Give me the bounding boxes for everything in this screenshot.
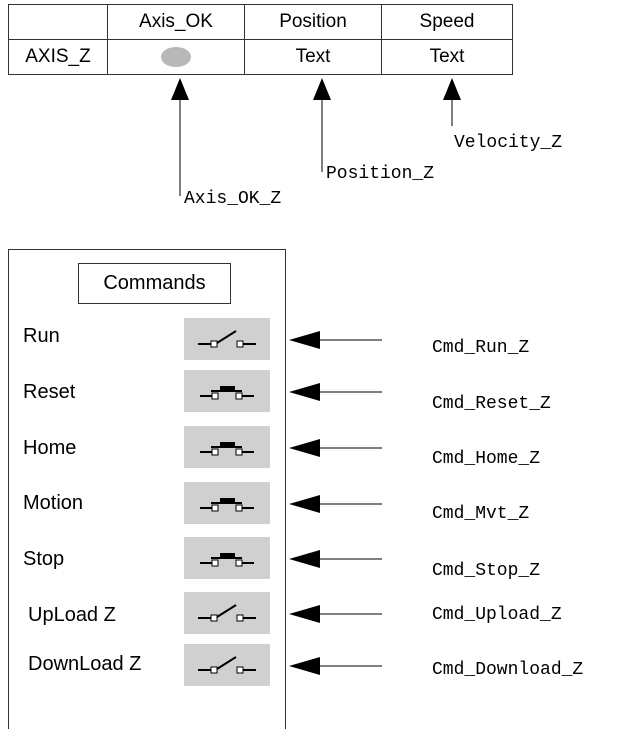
table-arrows bbox=[171, 78, 461, 196]
switch-open-icon bbox=[184, 318, 270, 360]
axis-ok-signal: Axis_OK_Z bbox=[184, 189, 282, 209]
command-arrowhead-run bbox=[289, 331, 320, 349]
velocity-arrowhead bbox=[443, 78, 461, 100]
command-signal-reset: Cmd_Reset_Z bbox=[432, 394, 551, 414]
pushbutton-icon bbox=[184, 426, 270, 468]
command-arrowhead-upload-z bbox=[289, 605, 320, 623]
command-signal-download-z: Cmd_Download_Z bbox=[432, 660, 584, 680]
command-arrowhead-home bbox=[289, 439, 320, 457]
commands-panel: Commands bbox=[8, 249, 286, 729]
axis-table: Axis_OK Position Speed AXIS_Z Text Text bbox=[8, 4, 513, 75]
command-button-reset[interactable] bbox=[184, 370, 270, 412]
command-signal-upload-z: Cmd_Upload_Z bbox=[432, 605, 562, 625]
command-label-run: Run bbox=[23, 325, 60, 347]
command-label-download-z: DownLoad Z bbox=[28, 653, 142, 675]
axis-ok-indicator bbox=[161, 46, 191, 67]
command-label-home: Home bbox=[23, 437, 77, 459]
command-arrowhead-motion bbox=[289, 495, 320, 513]
switch-open-icon bbox=[184, 644, 270, 686]
command-label-motion: Motion bbox=[23, 492, 84, 514]
speed-value: Text bbox=[381, 39, 513, 75]
switch-open-icon bbox=[184, 592, 270, 634]
command-signal-motion: Cmd_Mvt_Z bbox=[432, 504, 530, 524]
velocity-signal: Velocity_Z bbox=[454, 133, 563, 153]
command-arrowhead-download-z bbox=[289, 657, 320, 675]
command-label-upload-z: UpLoad Z bbox=[28, 604, 116, 626]
pushbutton-icon bbox=[184, 370, 270, 412]
command-signal-stop: Cmd_Stop_Z bbox=[432, 561, 541, 581]
table-header-speed: Speed bbox=[381, 4, 513, 40]
command-button-home[interactable] bbox=[184, 426, 270, 468]
command-label-reset: Reset bbox=[23, 381, 76, 403]
axis-ok-arrowhead bbox=[171, 78, 189, 100]
command-button-download-z[interactable] bbox=[184, 644, 270, 686]
table-row: AXIS_Z Text Text bbox=[8, 39, 513, 75]
pushbutton-icon bbox=[184, 537, 270, 579]
commands-title: Commands bbox=[78, 263, 231, 304]
command-label-stop: Stop bbox=[23, 548, 65, 570]
command-button-stop[interactable] bbox=[184, 537, 270, 579]
command-signal-run: Cmd_Run_Z bbox=[432, 338, 530, 358]
position-arrowhead bbox=[313, 78, 331, 100]
position-value: Text bbox=[244, 39, 382, 75]
pushbutton-icon bbox=[184, 482, 270, 524]
command-button-run[interactable] bbox=[184, 318, 270, 360]
command-signal-home: Cmd_Home_Z bbox=[432, 449, 541, 469]
command-arrowhead-reset bbox=[289, 383, 320, 401]
command-arrowhead-stop bbox=[289, 550, 320, 568]
command-button-motion[interactable] bbox=[184, 482, 270, 524]
position-signal: Position_Z bbox=[326, 164, 435, 184]
command-button-upload-z[interactable] bbox=[184, 592, 270, 634]
